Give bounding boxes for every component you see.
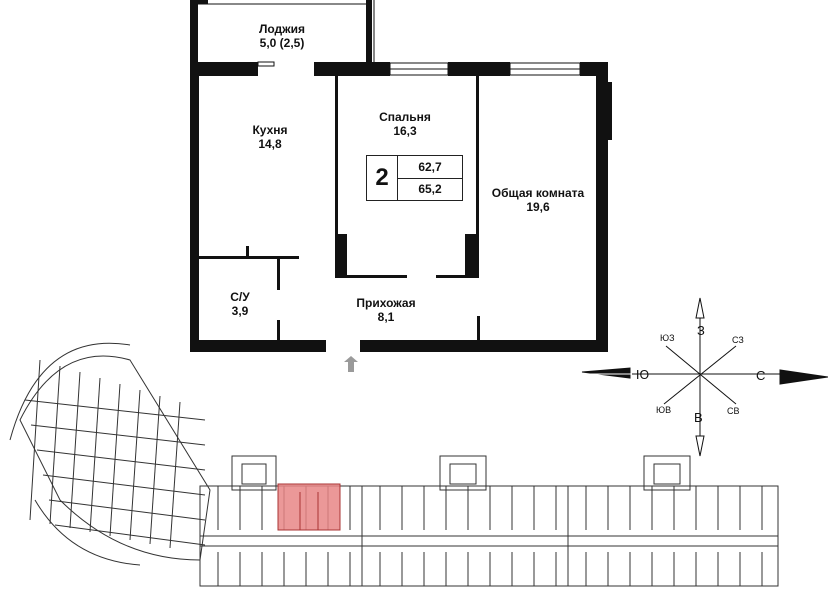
compass-southeast: ЮВ (656, 405, 672, 415)
keyplan-line (231, 455, 277, 491)
keyplan-line (241, 463, 267, 485)
compass-rose (581, 297, 828, 457)
room-count: 2 (367, 156, 398, 200)
highlight-outline (277, 483, 341, 531)
keyplan-line (30, 424, 206, 446)
area-with-loggia: 65,2 (418, 182, 442, 196)
apartment-badge: 2 62,7 65,2 (366, 155, 463, 201)
room-area: 16,3 (393, 124, 417, 138)
room-bathroom: С/У 3,9 (230, 290, 249, 318)
compass-northwest: СЗ (732, 335, 744, 345)
room-kitchen: Кухня 14,8 (252, 123, 287, 151)
keyplan-line (169, 401, 181, 549)
room-bedroom: Спальня 16,3 (379, 110, 431, 138)
keyplan-line (109, 383, 121, 537)
keyplan-line (34, 499, 141, 566)
keyplan-line (19, 355, 211, 561)
room-area: 5,0 (2,5) (259, 36, 305, 50)
compass-west: З (697, 323, 705, 338)
compass-east: В (694, 410, 703, 425)
keyplan-line (129, 389, 141, 541)
windows (389, 62, 581, 76)
keyplan-line (439, 455, 487, 491)
keyplan-line (49, 365, 61, 525)
compass-south: Ю (636, 367, 650, 382)
building-key-plan (9, 342, 779, 587)
keyplan-line (54, 524, 206, 546)
room-name: Лоджия (258, 22, 306, 36)
keyplan-line (449, 463, 477, 485)
room-hall: Прихожая 8,1 (356, 296, 415, 324)
area-total: 62,7 (398, 156, 462, 179)
room-area: 8,1 (377, 310, 395, 324)
keyplan-line (36, 449, 206, 471)
apartment-walls (190, 0, 612, 352)
room-living: Общая комната 19,6 (492, 186, 584, 214)
keyplan-line (643, 455, 691, 491)
compass-southwest: ЮЗ (660, 333, 675, 343)
room-name: С/У (230, 290, 250, 304)
room-name: Общая комната (491, 186, 585, 200)
room-name: Прихожая (356, 296, 416, 310)
entrance-arrow-icon (344, 356, 358, 372)
room-area: 3,9 (231, 304, 249, 318)
compass-northeast: СВ (727, 406, 740, 416)
keyplan-line (48, 499, 206, 521)
selected-apartment-highlight (278, 484, 340, 530)
keyplan-line (9, 342, 131, 441)
room-loggia: Лоджия 5,0 (2,5) (259, 22, 305, 50)
room-area: 19,6 (526, 200, 550, 214)
keyplan-line (149, 395, 161, 545)
keyplan-line (42, 474, 206, 496)
keyplan-line (69, 371, 81, 529)
keyplan-line (24, 399, 206, 421)
room-name: Кухня (252, 123, 288, 137)
keyplan-line (653, 463, 681, 485)
compass-north: С (756, 368, 766, 383)
keyplan-line (89, 377, 101, 533)
balcony-door (257, 61, 275, 67)
keyplan-line (29, 359, 41, 521)
room-name: Спальня (379, 110, 431, 124)
room-area: 14,8 (258, 137, 282, 151)
